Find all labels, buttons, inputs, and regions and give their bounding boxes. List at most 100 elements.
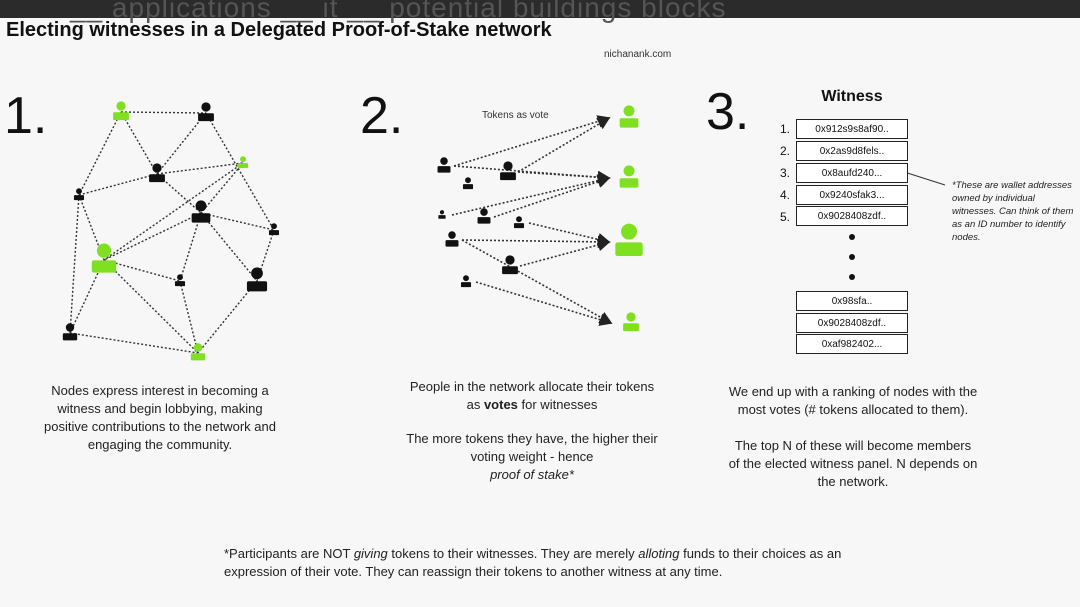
network-edge bbox=[179, 280, 199, 354]
network-edge bbox=[179, 212, 202, 282]
witness-address: 0xaf982402... bbox=[796, 334, 908, 354]
witness-note: *These are wallet addresses owned by ind… bbox=[952, 180, 1074, 243]
step-2-caption: People in the network allocate their tok… bbox=[404, 378, 660, 484]
witness-address: 0x9240sfak3... bbox=[796, 185, 908, 205]
person-icon bbox=[623, 312, 639, 332]
network-edge bbox=[78, 173, 158, 196]
step-number-2: 2. bbox=[360, 87, 404, 145]
network-edge bbox=[69, 332, 199, 354]
footnote-italic-1: giving bbox=[353, 546, 388, 561]
vote-arrow bbox=[453, 165, 611, 184]
person-icon bbox=[198, 102, 214, 122]
step-1-caption: Nodes express interest in becoming a wit… bbox=[34, 382, 286, 454]
network-edge bbox=[103, 259, 199, 354]
vote-arrow bbox=[493, 175, 611, 218]
network-edge bbox=[200, 212, 275, 231]
person-icon bbox=[460, 275, 472, 288]
vote-arrow bbox=[475, 281, 613, 326]
footnote: *Participants are NOT giving tokens to t… bbox=[224, 545, 864, 581]
witness-address: 0x8aufd240... bbox=[796, 163, 908, 183]
network-edge bbox=[103, 212, 202, 261]
vote-arrow bbox=[517, 170, 611, 184]
person-icon bbox=[237, 156, 249, 169]
network-edge bbox=[78, 111, 122, 196]
step-number-1: 1. bbox=[4, 87, 48, 145]
person-icon bbox=[268, 223, 280, 236]
witness-rank: 1. bbox=[779, 122, 790, 136]
network-edge bbox=[120, 111, 158, 175]
person-icon bbox=[174, 274, 186, 287]
witness-address: 0x2as9d8fels.. bbox=[796, 141, 908, 161]
step-number-3: 3. bbox=[706, 83, 750, 141]
footnote-italic-2: alloting bbox=[638, 546, 680, 561]
person-icon bbox=[445, 231, 459, 247]
network-edge bbox=[197, 280, 258, 354]
person-icon bbox=[438, 210, 446, 219]
network-edge bbox=[69, 194, 80, 334]
ellipsis-dot bbox=[849, 234, 855, 240]
person-icon bbox=[191, 200, 211, 223]
witness-rank: 2. bbox=[779, 144, 790, 158]
person-icon bbox=[149, 163, 165, 183]
ellipsis-dot bbox=[849, 254, 855, 260]
vote-arrow bbox=[519, 238, 611, 267]
footnote-part-3: funds to their choices as an expression … bbox=[224, 546, 842, 579]
vote-arrow bbox=[517, 117, 611, 173]
step-2-caption-a: People in the network allocate their tok… bbox=[404, 378, 660, 414]
person-icon bbox=[246, 267, 268, 292]
vote-arrow bbox=[461, 239, 613, 324]
witness-address: 0x9028408zdf.. bbox=[796, 313, 908, 333]
step-2-caption-a-post: for witnesses bbox=[517, 397, 598, 412]
top-strip: __ applications __ it __ potential build… bbox=[0, 0, 1080, 23]
step-2-caption-a-pre: People in the network allocate their tok… bbox=[409, 379, 655, 412]
witness-rank: 5. bbox=[779, 210, 790, 224]
witness-address: 0x9028408zdf.. bbox=[796, 206, 908, 226]
network-edge bbox=[156, 112, 207, 175]
person-icon bbox=[113, 101, 129, 121]
person-icon bbox=[619, 165, 639, 188]
person-icon bbox=[500, 161, 516, 181]
network-edge bbox=[69, 259, 105, 334]
network-edges bbox=[69, 111, 275, 354]
person-icon bbox=[477, 208, 491, 224]
step-3-caption-a: We end up with a ranking of nodes with t… bbox=[728, 384, 978, 417]
person-icon bbox=[91, 243, 117, 273]
person-icon bbox=[619, 105, 639, 128]
person-icon bbox=[502, 255, 518, 275]
vote-arrow bbox=[451, 174, 611, 216]
step-2-caption-b-text: The more tokens they have, the higher th… bbox=[406, 431, 658, 464]
page-title: Electing witnesses in a Delegated Proof-… bbox=[6, 19, 552, 41]
footnote-part-2: tokens to their witnesses. They are mere… bbox=[387, 546, 639, 561]
step-2-caption-b: The more tokens they have, the higher th… bbox=[404, 430, 660, 484]
ellipsis-dot bbox=[849, 274, 855, 280]
witness-rank: 3. bbox=[779, 166, 790, 180]
cropped-heading-ghost: __ applications __ it __ potential build… bbox=[70, 0, 727, 23]
site-credit: nichanank.com bbox=[604, 49, 672, 60]
step-2-caption-b-italic: proof of stake* bbox=[490, 467, 574, 482]
witness-address: 0x912s9s8af90.. bbox=[796, 119, 908, 139]
step-3-caption-b: The top N of these will become members o… bbox=[728, 438, 978, 489]
tokens-as-vote-label: Tokens as vote bbox=[482, 110, 549, 121]
witness-rank: 4. bbox=[779, 188, 790, 202]
network-edge bbox=[103, 259, 181, 282]
person-icon bbox=[62, 323, 78, 341]
network-nodes bbox=[62, 101, 643, 361]
network-edge bbox=[200, 162, 244, 214]
step-1-caption-text: Nodes express interest in becoming a wit… bbox=[44, 383, 276, 452]
person-icon bbox=[615, 223, 643, 257]
person-icon bbox=[190, 343, 206, 361]
step-3-caption: We end up with a ranking of nodes with t… bbox=[728, 383, 978, 491]
network-edge bbox=[103, 162, 244, 261]
person-icon bbox=[437, 157, 451, 173]
witness-address: 0x98sfa.. bbox=[796, 291, 908, 311]
network-edge bbox=[120, 111, 207, 114]
network-edge bbox=[200, 212, 258, 282]
vote-arrow bbox=[528, 222, 611, 246]
network-edge bbox=[205, 112, 275, 231]
network-edge bbox=[156, 162, 244, 175]
vote-arrows bbox=[451, 115, 613, 326]
person-icon bbox=[462, 177, 474, 190]
witness-title: Witness bbox=[821, 88, 883, 105]
vote-arrow bbox=[453, 115, 611, 167]
